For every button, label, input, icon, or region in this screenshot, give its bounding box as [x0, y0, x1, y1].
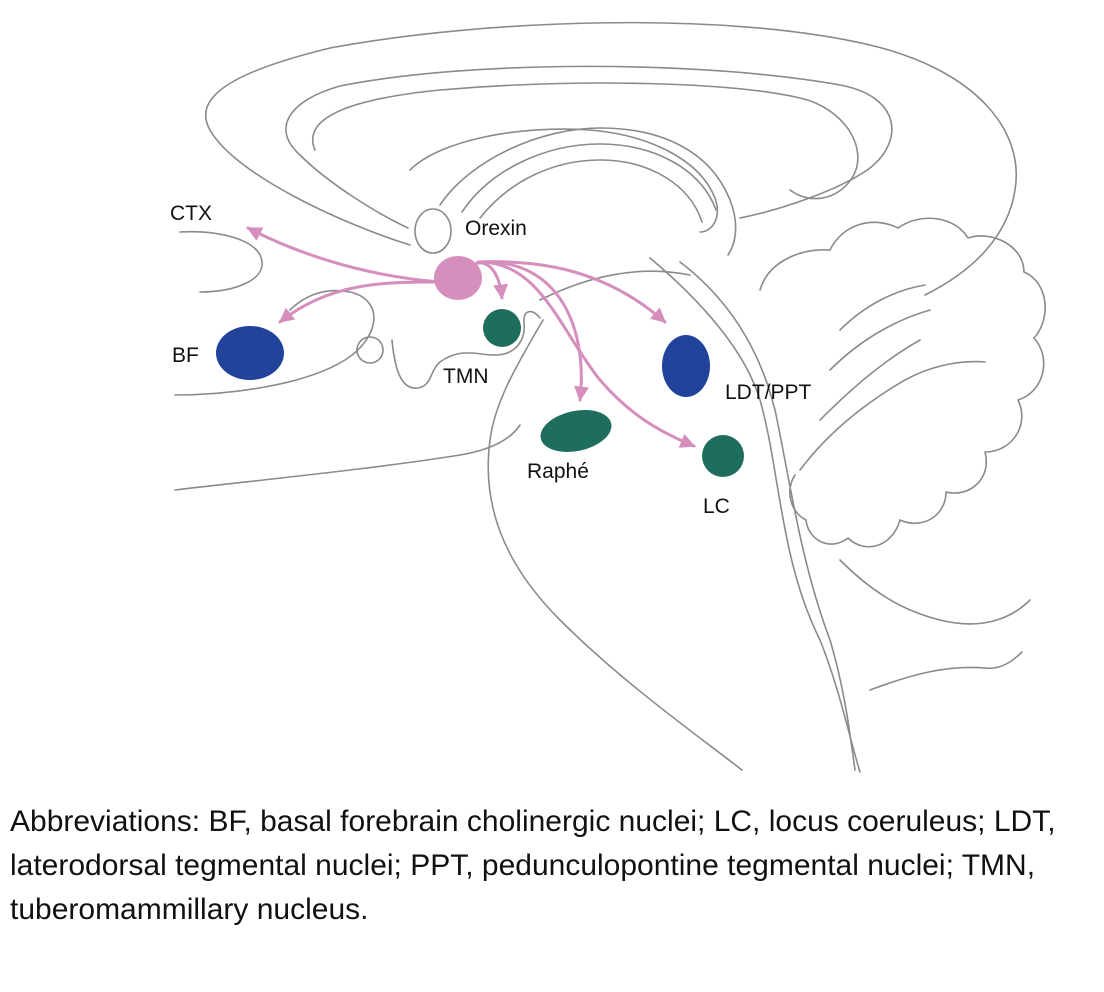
label-raphe: Raphé: [527, 460, 589, 483]
label-lc: LC: [703, 495, 730, 518]
pathway-to-raphe: [478, 260, 589, 402]
tmn-nucleus: [483, 309, 521, 347]
cerebellum-folia: [799, 284, 986, 471]
basal-region-outline: [174, 289, 375, 396]
thalamus-base-line: [174, 424, 521, 491]
corpus-callosum-outer: [312, 82, 859, 200]
midbrain-line: [539, 270, 691, 301]
brain-sagittal-diagram: CTX Orexin BF TMN LDT/PPT Raphé LC: [170, 21, 1046, 773]
corpus-callosum-inner: [409, 128, 719, 233]
cerebellum-lower-edge: [839, 559, 1031, 625]
brainstem-front-outline: [487, 319, 743, 771]
label-ldt-ppt: LDT/PPT: [725, 381, 812, 404]
ldt-ppt-nucleus: [662, 335, 710, 397]
abbreviations-caption: Abbreviations: BF, basal forebrain choli…: [10, 805, 1056, 926]
label-bf: BF: [172, 344, 199, 367]
raphe-nucleus: [540, 410, 612, 452]
lc-nucleus: [702, 435, 744, 477]
label-orexin: Orexin: [465, 217, 527, 240]
frontal-base-line: [179, 230, 263, 293]
medulla-lower-outline: [869, 651, 1023, 691]
orexin-projection-pathways: [246, 226, 696, 448]
optic-chiasm: [356, 336, 384, 364]
pathway-to-lc: [478, 260, 696, 448]
fornix-line-1: [439, 127, 737, 256]
fornix-line-2: [461, 143, 717, 213]
pathway-to-ctx: [246, 226, 442, 284]
cortex-inner-outline: [285, 65, 893, 229]
cerebellum-outline: [759, 217, 1046, 548]
anterior-commissure: [414, 208, 452, 254]
orexin-nucleus: [434, 256, 482, 300]
label-ctx: CTX: [170, 202, 212, 225]
nucleus-labels: CTX Orexin BF TMN LDT/PPT Raphé LC: [170, 202, 812, 518]
brain-outline: [174, 21, 1046, 773]
bf-nucleus: [216, 326, 284, 380]
nuclei: [216, 256, 744, 477]
fornix-line-3: [479, 159, 703, 223]
label-tmn: TMN: [443, 365, 489, 388]
pathway-to-bf: [278, 280, 442, 324]
hypothalamus-outline: [391, 310, 541, 389]
cortex-outer-outline: [204, 21, 1017, 296]
brainstem-back-outline: [649, 257, 861, 773]
